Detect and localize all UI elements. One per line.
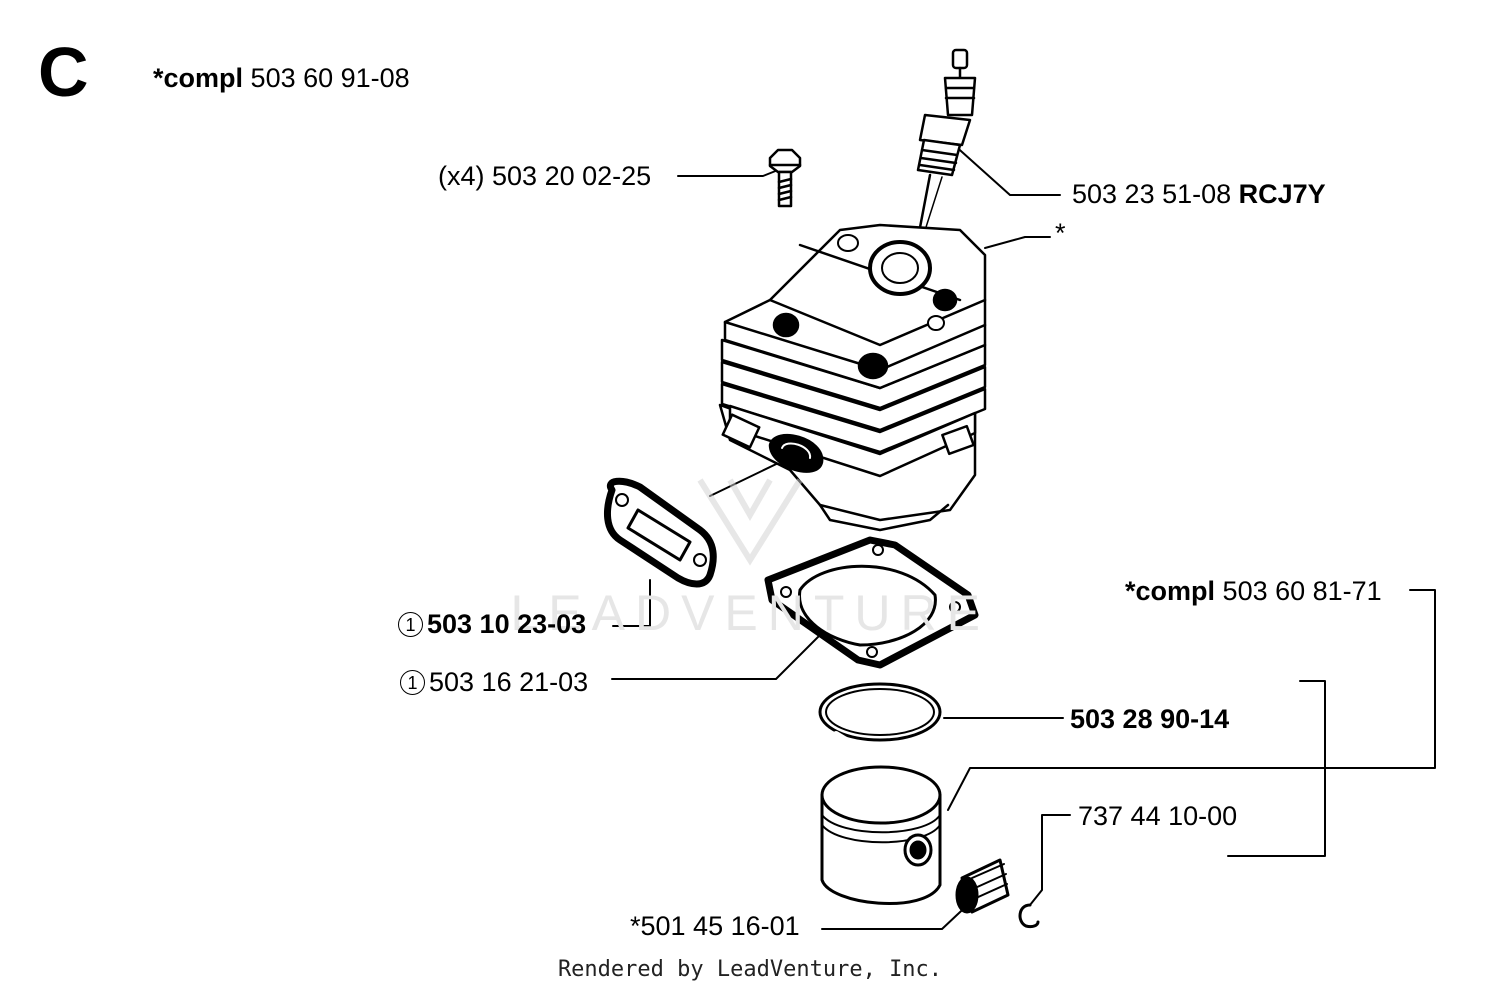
needle-bearing-drawing: [955, 858, 1010, 914]
spark-plug-number: 503 23 51-08: [1072, 179, 1232, 209]
cylinder-marker: *: [1055, 218, 1066, 248]
circlip-label[interactable]: 737 44 10-00: [1078, 800, 1237, 832]
circlip-number: 737 44 10-00: [1078, 801, 1238, 831]
muffler-gasket-number: 503 10 23-03: [427, 609, 587, 639]
piston-kit-label[interactable]: *compl 503 60 81-71: [1125, 575, 1382, 607]
screw-label[interactable]: (x4) 503 20 02-25: [438, 160, 651, 192]
footer-credit: Rendered by LeadVenture, Inc.: [557, 957, 943, 982]
screw-number: 503 20 02-25: [492, 161, 652, 191]
cylinder-gasket-ref: 1: [400, 670, 425, 695]
piston-ring-label[interactable]: 503 28 90-14: [1070, 703, 1229, 735]
spark-plug-label[interactable]: 503 23 51-08 RCJ7Y: [1072, 178, 1326, 210]
cylinder-gasket-number: 503 16 21-03: [429, 667, 589, 697]
cylinder-kit-label[interactable]: *compl 503 60 91-08: [153, 62, 410, 94]
section-letter: C: [38, 33, 89, 111]
circlip-drawing: [1018, 903, 1040, 929]
screw-qty: (x4): [438, 161, 485, 191]
piston-kit-number: 503 60 81-71: [1222, 576, 1382, 606]
piston-ring-drawing: [818, 682, 942, 743]
leader-lines: [611, 142, 1436, 930]
piston-ring-number: 503 28 90-14: [1070, 704, 1230, 734]
cylinder-drawing: [718, 223, 987, 532]
watermark-text: LEADVENTURE: [510, 585, 990, 641]
screw-drawing: [768, 148, 802, 208]
piston-drawing: [820, 765, 942, 905]
needle-bearing-number: *501 45 16-01: [630, 911, 800, 941]
spark-plug-drawing: [905, 48, 977, 291]
cylinder-gasket-drawing: [764, 536, 979, 669]
spark-plug-type: RCJ7Y: [1238, 179, 1326, 209]
needle-bearing-label[interactable]: *501 45 16-01: [630, 910, 800, 942]
cylinder-kit-prefix: *compl: [153, 63, 244, 93]
cylinder-kit-number: 503 60 91-08: [250, 63, 410, 93]
piston-kit-prefix: *compl: [1125, 576, 1216, 606]
muffler-gasket-ref: 1: [398, 612, 423, 637]
muffler-gasket-drawing: [604, 477, 717, 588]
